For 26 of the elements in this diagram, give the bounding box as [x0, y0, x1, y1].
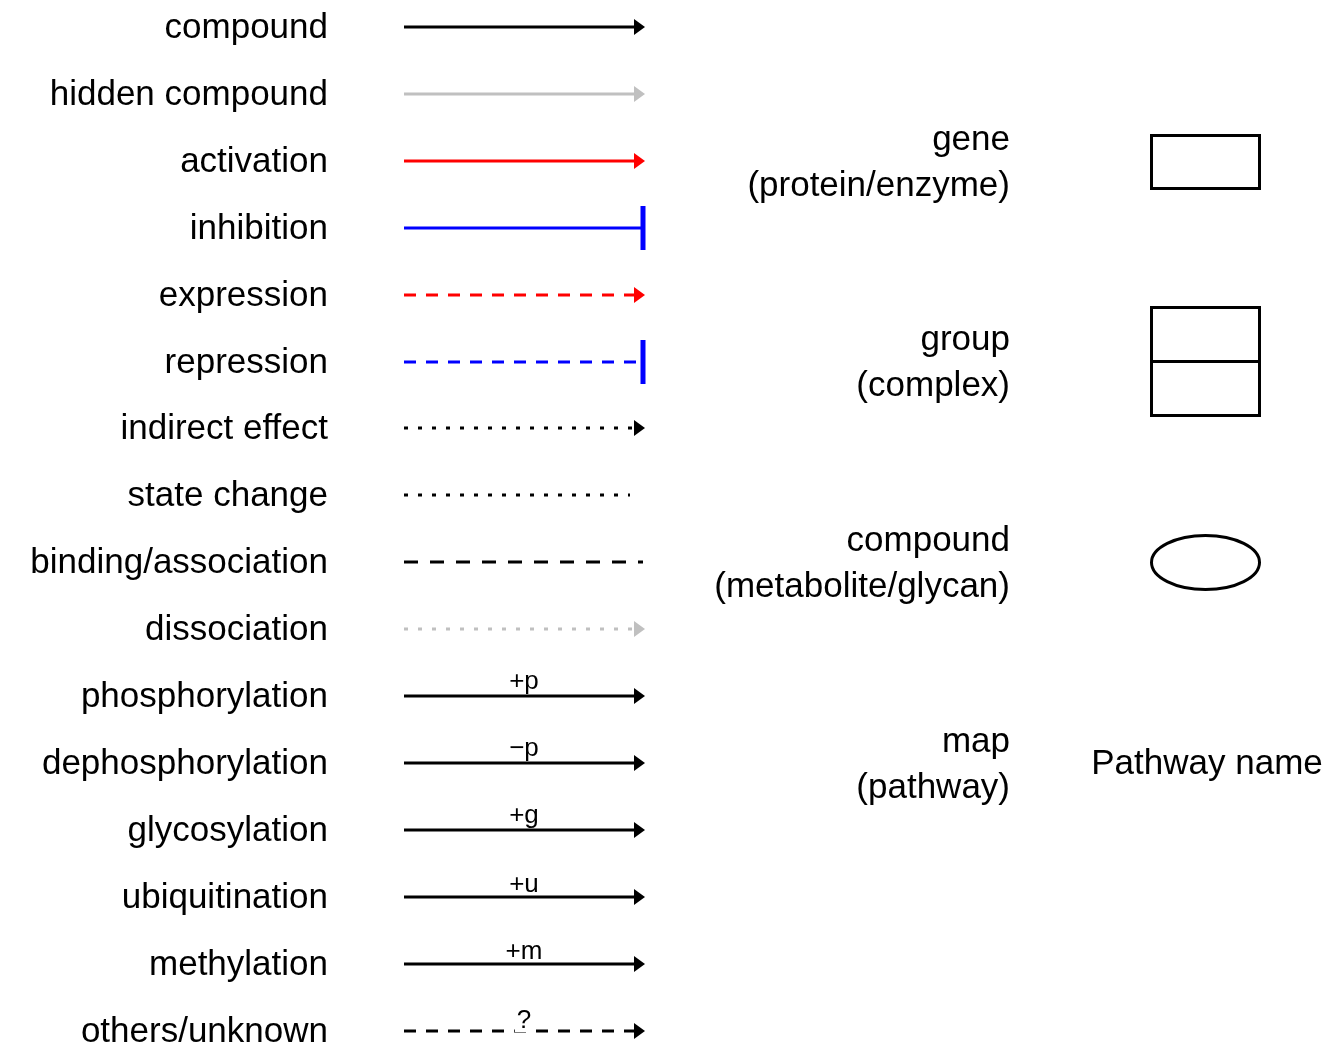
legend-text: methylation [149, 944, 328, 980]
legend-text: dissociation [145, 610, 328, 646]
legend-text: indirect effect [120, 409, 328, 445]
modification-label: +m [505, 936, 543, 963]
legend-text: dephosphorylation [41, 743, 328, 779]
legend-text: inhibition [189, 208, 328, 244]
legend-text: group (complex) [856, 317, 1010, 405]
legend-text: others/unknown [80, 1011, 328, 1047]
modification-label: +p [509, 667, 539, 693]
legend-text: compound [164, 8, 328, 43]
modification-label: +u [509, 869, 539, 896]
legend-text: hidden compound [49, 74, 328, 110]
legend-text: gene (protein/enzyme) [747, 117, 1010, 205]
legend-text: glycosylation [127, 810, 328, 846]
legend-text: compound (metabolite/glycan) [714, 518, 1010, 606]
legend-text: map (pathway) [856, 719, 1010, 807]
legend-text: activation [180, 141, 328, 177]
legend-text: repression [164, 342, 328, 378]
modification-label: −p [509, 733, 539, 760]
legend-text: expression [158, 275, 328, 311]
legend-text: binding/association [30, 543, 328, 579]
map-label: Pathway name [1091, 744, 1323, 779]
legend-text: phosphorylation [80, 677, 328, 712]
legend-text: state change [127, 476, 328, 512]
legend-text: ubiquitination [121, 877, 328, 913]
modification-label: +g [509, 800, 539, 827]
